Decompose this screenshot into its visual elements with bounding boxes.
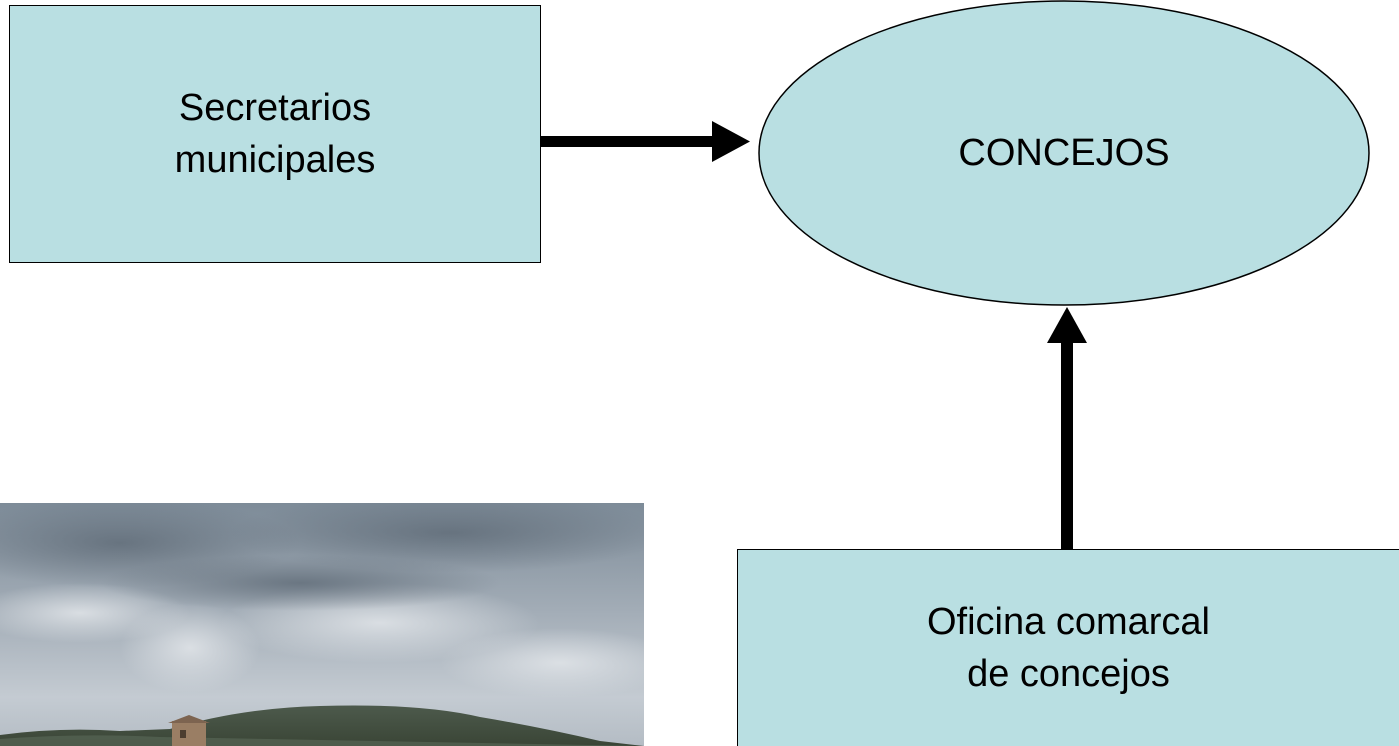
secretarios-label: Secretarios municipales: [175, 82, 376, 187]
secretarios-label-line: Secretarios: [178, 86, 372, 129]
secretarios-node: Secretarios municipales: [9, 5, 541, 263]
concejos-node: CONCEJOS: [758, 0, 1370, 306]
arrow-oficina-to-concejos: [1047, 307, 1087, 550]
landscape-photo-drawing: [0, 503, 644, 746]
arrow-secretarios-to-concejos: [540, 121, 750, 162]
oficina-label-line: de concejos: [967, 653, 1170, 695]
concejos-ellipse: [758, 0, 1370, 306]
oficina-label-line: Oficina comarcal: [927, 600, 1210, 643]
oficina-node: Oficina comarcal de concejos: [737, 549, 1399, 746]
landscape-photo: [0, 503, 644, 746]
concejos-label: CONCEJOS: [958, 131, 1170, 174]
secretarios-label-line: municipales: [174, 139, 376, 181]
oficina-label: Oficina comarcal de concejos: [927, 596, 1210, 701]
